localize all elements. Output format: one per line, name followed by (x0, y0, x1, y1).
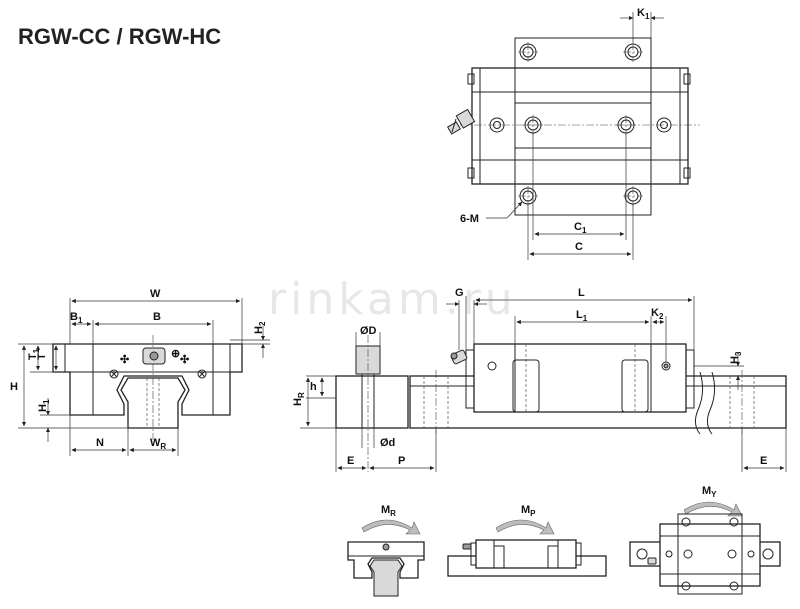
grease-nipple-icon (446, 108, 476, 135)
dim-label-hr: HR (292, 392, 306, 406)
dim-label-b1: B1 (70, 311, 83, 325)
dim-label-n: N (96, 437, 104, 449)
dim-label-k1: K1 (637, 7, 650, 21)
moment-mp-view: MP (447, 504, 607, 577)
dim-label-e-left: E (347, 455, 354, 467)
dim-label-g: G (455, 287, 464, 299)
moment-mr-view: MR (347, 504, 425, 597)
dim-label-c: C (575, 241, 583, 253)
moment-label-my: MY (702, 485, 717, 499)
front-view: ⊕ ✣ ✣ W B1 B H2 (10, 288, 270, 456)
rail-section-view: ØD h HR Ød E P (292, 325, 437, 472)
dim-label-k2: K2 (651, 307, 664, 321)
svg-text:⊕: ⊕ (171, 348, 180, 360)
dim-label-t: T (36, 353, 48, 360)
dim-label-p: P (398, 455, 405, 467)
top-view: K1 6-M C1 C (446, 7, 700, 260)
dim-label-h1: H1 (37, 399, 51, 412)
dim-label-od-large: ØD (360, 325, 377, 337)
dim-label-h3: H3 (729, 351, 743, 364)
svg-text:✣: ✣ (120, 354, 129, 366)
dim-label-wr: WR (150, 437, 166, 451)
dim-label-l1: L1 (576, 309, 588, 323)
side-view: G L L1 K2 H3 E (409, 287, 787, 472)
moment-label-mp: MP (521, 504, 536, 518)
dim-label-h2: H2 (253, 321, 267, 334)
product-title: RGW-CC / RGW-HC (18, 24, 222, 49)
dim-label-c1: C1 (574, 221, 587, 235)
dim-label-6m: 6-M (460, 213, 479, 225)
dim-label-h-small: h (310, 381, 317, 393)
dim-label-od-small: Ød (380, 437, 395, 449)
dim-label-e-right: E (760, 455, 767, 467)
dim-label-t1: T1 (27, 348, 41, 360)
dim-label-w: W (150, 288, 161, 300)
watermark-text: rinkam.ru (268, 274, 517, 325)
dim-label-b: B (153, 311, 161, 323)
moment-my-view: MY (629, 485, 781, 595)
dim-label-h: H (10, 381, 18, 393)
moment-label-mr: MR (381, 504, 396, 518)
dim-label-l: L (578, 287, 585, 299)
svg-text:✣: ✣ (180, 354, 189, 366)
